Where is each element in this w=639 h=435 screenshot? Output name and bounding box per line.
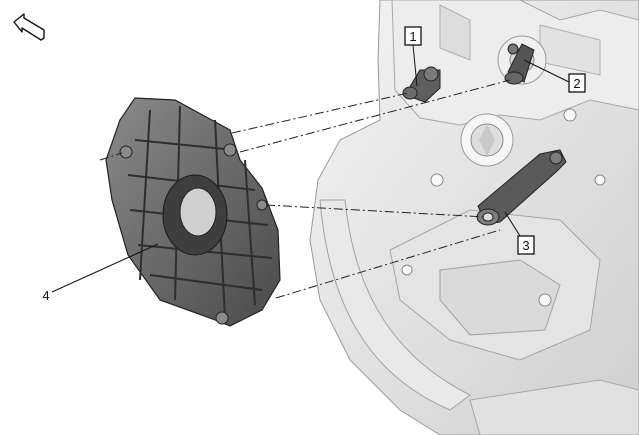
callout-2: 2 — [523, 59, 586, 93]
alignment-lines — [99, 79, 511, 299]
front-direction-arrow-icon — [13, 13, 45, 41]
part-2-bracket — [504, 43, 535, 85]
engine-housing — [309, 0, 639, 435]
callout-4: 4 — [42, 243, 159, 303]
part-4-cover-plate — [105, 97, 281, 327]
callout-3-label: 3 — [522, 238, 529, 253]
callout-1: 1 — [404, 26, 422, 87]
callout-1-label: 1 — [409, 29, 416, 44]
callout-4-label: 4 — [42, 288, 49, 303]
callout-2-label: 2 — [573, 76, 580, 91]
callout-3: 3 — [504, 211, 535, 255]
part-1-bolt — [402, 66, 441, 103]
part-3-link-arm — [476, 149, 567, 226]
